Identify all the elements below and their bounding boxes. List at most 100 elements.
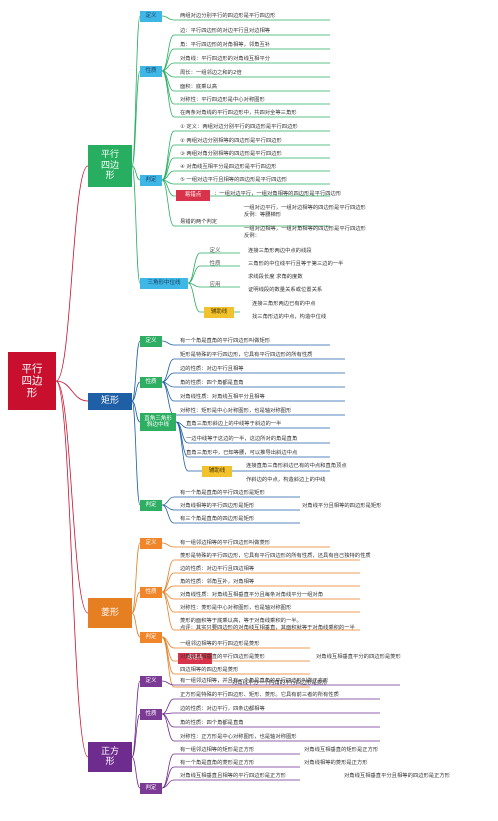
leaf-r-prop-side: 边的性质：对边平行且相等 [180,366,244,372]
link-p-prop-5 [161,70,175,105]
tag-r-criteria: 判定 [140,500,162,511]
leaf-s-criteria-3: 有一个角是直角的菱形是正方形 [180,760,255,766]
root-node-parallelogram: 平行 四边 形 [8,352,56,410]
link-p-def-0 [161,15,175,21]
tag-h-pitfall: 易错点 [178,653,212,664]
leaf-s-criteria-4: 对角线相等的菱形是正方形 [304,760,368,766]
leaf-h-pitfall: 对角线平分一个内角的平行四边形是菱形 [232,680,328,686]
link-h-tag-1 [131,591,141,614]
leaf-p-midline-use-b: 证明线段的数量关系或位置关系 [248,287,323,293]
tag-h-properties: 性质 [140,587,162,598]
link-s-prop-0 [161,698,175,715]
leaf-h-prop-area: 菱形的面积等于底乘以高，等于对角线乘积的一半。 点评：其实只要四边形的对角线互相… [180,618,355,631]
link-h-prop-0 [161,559,175,593]
link-h-judge-3 [161,636,175,688]
link-p-prop-6 [161,70,175,118]
section-square: 正方 形 [88,742,132,772]
tag-r-definition: 定义 [140,336,162,347]
link-h-prop-5 [161,591,175,631]
leaf-h-def: 有一组邻边相等的平行四边形叫做菱形 [180,540,271,546]
leaf-p-midline-prop: 三角形的中位线平行且等于第三边的一半 [248,261,344,267]
tag-r-properties: 性质 [140,377,162,388]
link-p-mid-1 [187,265,201,284]
leaf-r-criteria-3: 对角线平分且相等的四边形是矩形 [302,503,382,509]
leaf-p-midline-use-a: 求线段长度 求角的度数 [248,274,303,280]
leaf-r-median-2: 一边中线等于这边的一半，这边所对的角是直角 [186,436,298,442]
leaf-r-criteria-2: 对角线相等的平行四边形是矩形 [180,503,255,509]
leaf-h-prop-symmetry: 对称性：菱形是中心对称图形，也是轴对称图形 [180,605,292,611]
tag-s-definition: 定义 [140,676,162,687]
leaf-p-prop-congruent: 在两条对角线的平行四边形中，共四对全等三角形 [180,110,297,116]
leaf-s-prop-side: 边的性质：对边平行，四条边都相等 [180,706,265,712]
leaf-r-median-3: 直角三角形中，已知等腰，可以推导出斜边中点 [186,450,298,456]
link-r-judge-0 [161,496,175,506]
leaf-h-prop-side: 边的性质：对边平行且四边相等 [180,566,255,572]
link-root-rhombus [55,380,89,614]
leaf-p-pitfall-title: 易错的两个判定 [180,219,218,225]
leaf-s-criteria-1: 有一组邻边相等的矩形是正方形 [180,747,255,753]
link-p-judge-6 [161,179,175,227]
tag-r-right-triangle-median: 直角三角形 斜边中线 [140,413,176,431]
leaf-p-prop-symmetry: 对称性：平行四边形是中心对称图形 [180,97,265,103]
link-root-parallelogram [55,165,89,382]
tag-h-definition: 定义 [140,538,162,549]
link-root-square [55,380,89,758]
link-root-rectangle [55,380,89,402]
section-rhombus: 菱形 [88,598,132,628]
leaf-p-criteria-1: ① 定义：两组对边分别平行的四边形是平行四边形 [180,124,298,130]
leaf-r-prop-symmetry: 对称性：矩形是中心对称图形，也是轴对称图形 [180,408,292,414]
leaf-r-median-1: 直角三角形斜边上的中线等于斜边的一半 [186,421,282,427]
link-p-judge-0 [161,130,175,181]
tag-p-midline: 三角形中位线 [140,278,188,289]
leaf-p-midline-def: 连接三角形两边中点的线段 [248,248,312,254]
tag-p-criteria: 判定 [140,175,162,186]
link-p-tag-1 [131,70,141,167]
leaf-p-midline-aux-b: 找三角形边的中点，构造中位线 [252,314,327,320]
tag-p-definition: 定义 [140,11,162,22]
leaf-h-criteria-4: 四边相等的四边形是菱形 [180,667,239,673]
leaf-r-prop-special: 矩形是特殊的平行四边形，它具有平行四边形的所有性质 [180,352,313,358]
section-parallelogram: 平行 四边 形 [88,145,132,187]
link-h-tag-2 [131,612,141,638]
leaf-p-pitfall-b: 一组对边相等，一组对角相等的四边形是平行四边形 反例： [244,226,366,239]
leaf-h-criteria-2: 对角线互相垂直的平行四边形是菱形 [180,654,265,660]
leaf-p-criteria-4: ④ 对角线互相平分是四边形是平行四边形 [180,164,277,170]
leaf-s-criteria-6: 对角线互相垂直平分且相等的四边形是正方形 [344,773,450,779]
link-s-tag-1 [131,713,141,758]
link-r-judge-2 [161,504,175,524]
section-rectangle: 矩形 [88,393,132,410]
link-r-tag-0 [131,340,141,402]
leaf-p-midline-aux-a: 连接三角形两边已有的中点 [252,301,316,307]
link-h-tag-0 [131,542,141,614]
leaf-p-def: 两组对边分别平行的四边形是平行四边形 [180,13,276,19]
link-p-tag-3 [131,165,141,284]
leaf-h-prop-diagonal: 对角线性质：对角线互相垂直平分且每条对角线平分一组对角 [180,592,324,598]
link-r-tag-1 [131,381,141,402]
link-h-def-0 [161,542,175,548]
leaf-p-prop-angle: 角：平行四边形的对角相等，邻角互补 [180,42,271,48]
leaf-p-prop-side: 边：平行四边形的对边平行且对边相等 [180,28,271,34]
link-p-mid-3 [187,282,201,313]
leaf-s-prop-symmetry: 对称性：正方形是中心对称图形，也是轴对称图形 [180,734,297,740]
leaf-h-prop-special: 菱形是特殊的平行四边形，它具有平行四边形的所有性质，还具有自己独特的性质 [180,553,371,559]
leaf-p-criteria-5: ⑤ 一组对边平行且相等的四边形是平行四边形 [180,177,288,183]
leaf-p-prop-diagonal: 对角线：平行四边形的对角线互相平分 [180,56,271,62]
leaf-p-pitfall-a: 一组对边平行，一组对边相等的四边形是平行四边形 反例：等腰梯形 [244,205,366,218]
leaf-s-prop-angle: 角的性质：四个角都是直角 [180,720,244,726]
link-s-def-0 [161,680,175,686]
link-s-prop-3 [161,713,175,742]
tag-p-midline-def: 定义 [209,248,221,255]
tag-r-aux: 辅助线 [202,466,232,477]
link-p-prop-0 [161,34,175,72]
tag-s-properties: 性质 [140,709,162,720]
leaf-r-criteria-1: 有一个角是直角的平行四边形是矩形 [180,490,265,496]
link-p-mid-0 [187,252,201,284]
leaf-p-prop-perimeter: 周长：一组邻边之和的2倍 [180,70,242,76]
link-p-tag-2 [131,165,141,181]
link-s-prop-2 [161,713,175,728]
leaf-s-criteria-2: 对角线互相垂直的矩形是正方形 [304,747,379,753]
link-p-judge-1 [161,144,175,181]
leaf-r-aux-2: 作斜边的中点，构造斜边上的中线 [246,477,326,483]
leaf-s-def: 有一组邻边相等，并且有一个角是直角的平行四边形叫做正方形 [180,678,329,684]
